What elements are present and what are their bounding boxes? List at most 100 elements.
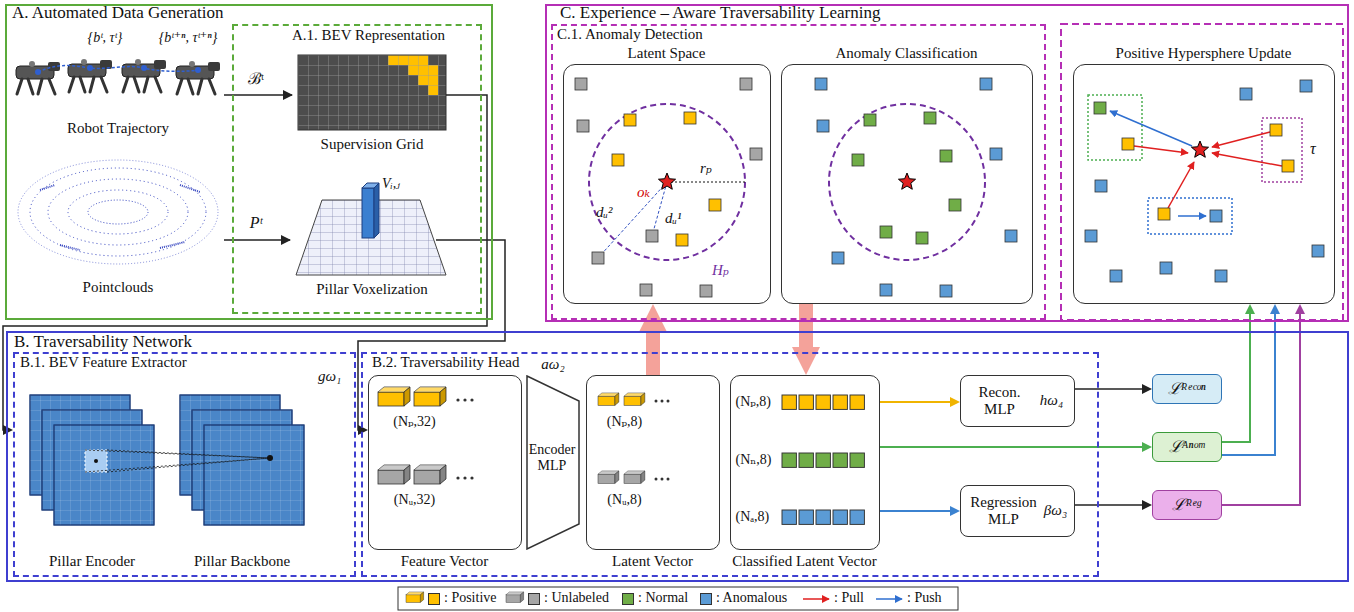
state-symbol: {bᵗ, τᵗ} [88,30,123,46]
weight-symbol: βω₃ [1044,502,1067,519]
legend-label: : Positive [444,590,497,606]
illustration-part [1270,124,1282,136]
pointcloud [18,160,218,264]
section-panel: B.1. BEV Feature Extractor(Nₚ,32)(Nᵤ,32)… [6,331,1349,582]
pull-arrow [1134,146,1188,153]
receptive-field [85,450,107,472]
tensor-shape: (Nₙ,8) [736,451,772,467]
subsection-title: A.1. BEV Representation [292,27,445,44]
illustration-part [1005,230,1017,242]
illustration-part [1210,210,1222,222]
illustration-part [463,476,466,479]
center-star [658,173,675,189]
mlp-box: Recon. MLPhω₄ [960,375,1075,427]
illustration-part [832,252,844,264]
legend-frame [398,587,958,610]
illustration-part [54,425,154,525]
illustration-part [88,200,148,224]
illustration-part [463,398,466,401]
illustration-part [782,395,796,409]
illustration-part [667,478,670,481]
weight-symbol: aω₂ [541,356,564,373]
legend-label: : Unlabeled [544,590,609,606]
illustration-part [624,114,636,126]
illustration-part [709,199,721,211]
illustration-part [470,398,473,401]
connector [1075,388,1146,390]
illustration-part [577,120,589,132]
illustration-part [816,510,830,524]
grid-lines [298,55,446,130]
loss-name: ℒᴿᵉᶜᵒⁿ [1168,379,1206,397]
loss-box: ℒᴿᵉᵍ [1152,490,1222,520]
legend-label: : Pull [834,590,864,606]
illustration-part [816,453,830,467]
illustration-part [990,148,1002,160]
illustration-part [640,284,652,296]
tensor-shape: (Nᵤ,8) [607,492,642,508]
subsection-panel: Latent SpaceAnomaly ClassificationC.1. A… [551,24,1046,320]
normal-row [782,453,864,467]
legend-cube [406,592,424,602]
anomalous-group [1148,198,1232,234]
illustration-part [30,168,206,256]
illustration-part [880,284,892,296]
illustration-part [612,154,624,166]
illustration-part [833,395,847,409]
illustration-part [661,478,664,481]
illustration-part [1095,180,1107,192]
section-title: A. Automated Data Generation [12,3,224,23]
input-arrow [224,94,292,96]
vector-box: (Nₚ,8)(Nₙ,8)(Nₐ,8)Classified Latent Vect… [730,375,880,550]
space-panel: Latent Space [563,64,771,304]
illustration-part [1085,230,1097,242]
box-caption: Feature Vector [401,553,489,570]
ellipsis-dots [655,400,670,403]
illustration-part [40,185,200,250]
dashed-group [1061,24,1343,320]
illustration-part [456,476,459,479]
illustration-part [949,199,961,211]
projection-lines [85,450,270,472]
unlabeled-cube [624,471,645,483]
vector-box: (Nₚ,32)(Nᵤ,32)Feature Vector [368,375,522,550]
robot-figure [122,59,166,92]
tensor-shape: (Nₚ,8) [736,393,772,409]
illustration-part [1215,270,1227,282]
illustration-part [676,234,688,246]
trajectory-point [195,67,201,73]
legend-label: : Normal [638,590,688,606]
positive-cube [378,387,410,406]
illustration-part [1094,102,1106,114]
illustration-part [655,478,658,481]
illustration-part [940,285,952,297]
illustration-part [1312,245,1324,257]
math-symbol: rₚ [700,160,712,177]
connector [1075,504,1146,506]
section-panel: A.1. BEV Representation A. Automated Data… [5,4,493,320]
subsection-title: C.1. Anomaly Detection [557,26,703,43]
robot-figure [16,61,60,94]
connector [880,510,954,512]
pull-arrow [1212,153,1282,166]
center-star [898,173,915,189]
section-title: B. Traversability Network [14,332,192,352]
illustration-part [667,400,670,403]
illustration-part [816,395,830,409]
block-name: Regression MLP [967,493,1041,528]
output-line [436,239,482,241]
illustration-part [782,510,796,524]
robot-figure [176,61,220,94]
positive-cube [598,393,619,405]
illustration-part [799,510,813,524]
illustration-part [700,285,712,297]
figure-caption: Pillar Voxelization [316,281,428,298]
math-symbol: Hₚ [712,262,729,279]
illustration-part [924,112,936,124]
pull-arrow [1212,132,1270,147]
trajectory-line [38,66,198,73]
connector [3,95,487,430]
illustration-part [684,112,696,124]
tensor-shape: (Nₚ,8) [607,414,643,430]
